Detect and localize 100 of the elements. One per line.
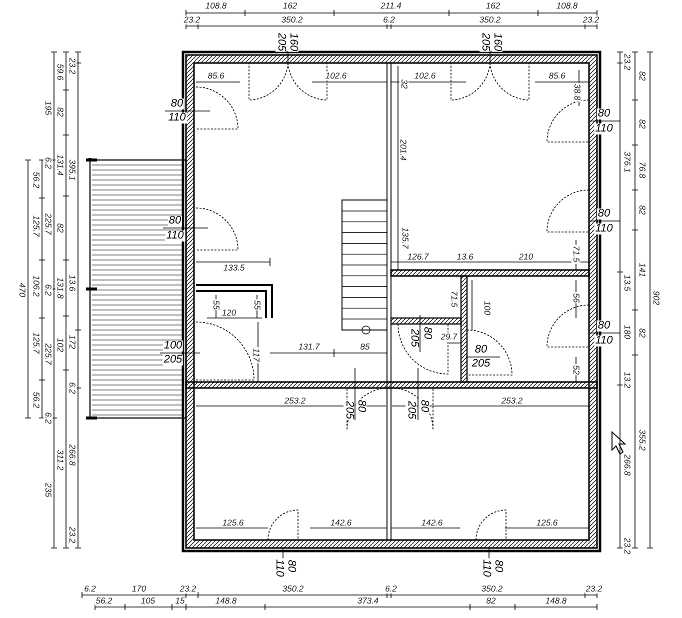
door-size-label: 160	[492, 32, 502, 52]
dimension-label: 142.6	[420, 518, 444, 528]
dimension-label: 133.5	[222, 264, 246, 272]
dimension-label: 172	[68, 334, 76, 350]
dimension-label: 135.7	[400, 226, 410, 250]
door-size-label: 80	[170, 98, 184, 110]
dimension-label: 82	[56, 106, 64, 118]
door-size-label: 205	[406, 400, 416, 420]
dimension-label: 82	[56, 222, 64, 234]
dimension-label: 350.2	[281, 584, 305, 594]
dimension-label: 29.7	[440, 332, 458, 342]
dimension-label: 23.2	[182, 16, 202, 24]
dimension-label: 131.7	[297, 342, 321, 352]
dimension-label: 71.5	[572, 244, 580, 264]
door-size-label: 80	[596, 208, 612, 220]
dimension-label: 23.2	[178, 584, 198, 594]
dimension-label: 23.2	[622, 536, 632, 556]
dimension-label: 32	[400, 78, 408, 90]
door-size-label: 110	[480, 558, 492, 578]
dimension-label: 102	[56, 336, 64, 354]
dimension-label: 82	[485, 596, 497, 606]
dimension-label: 120	[220, 308, 238, 318]
dimension-label: 225.7	[44, 212, 52, 236]
dimension-label: 180	[622, 324, 632, 340]
dimension-label: 82	[638, 327, 646, 339]
door-size-label: 205	[470, 358, 492, 370]
door-size-label: 205	[162, 354, 184, 366]
dimension-label: 102.6	[413, 72, 437, 80]
dimension-label: 23.2	[68, 56, 76, 76]
dimension-label: 13.6	[68, 274, 76, 292]
dimension-label: 59.6	[56, 62, 64, 82]
dimension-label: 108.8	[555, 2, 579, 10]
door-size-label: 205	[344, 400, 354, 420]
dimension-label: 373.4	[356, 596, 380, 606]
door-size-label: 80	[168, 216, 182, 226]
door-size-label: 80	[596, 108, 612, 120]
dimension-label: 210	[518, 252, 534, 262]
door-size-label: 205	[408, 328, 420, 348]
door-size-label: 110	[594, 224, 614, 234]
dimension-label: 76.8	[638, 160, 646, 180]
dimension-label: 350.2	[280, 16, 304, 24]
dimension-label: 125.7	[32, 214, 40, 238]
dimension-label: 211.4	[380, 2, 402, 10]
dimension-label: 100	[482, 300, 492, 316]
dimension-label: 311.2	[56, 448, 64, 472]
dimension-label: 102.6	[324, 72, 348, 80]
door-size-label: 100	[162, 340, 184, 352]
door-size-label: 110	[167, 112, 187, 124]
dimension-label: 55	[212, 299, 220, 311]
dimension-label: 71.5	[450, 290, 458, 308]
door-size-label: 205	[276, 32, 286, 52]
door-size-label: 80	[356, 398, 366, 414]
dimension-label: 470	[18, 282, 26, 298]
dimension-label: 82	[638, 118, 646, 130]
dimension-label: 13.2	[622, 370, 632, 390]
dimension-label: 23.2	[68, 526, 76, 544]
door-size-label: 80	[492, 558, 504, 574]
dimension-label: 376.1	[622, 150, 632, 174]
dimension-label: 126.7	[406, 252, 430, 262]
door-size-label: 80	[422, 326, 432, 340]
dimension-label: 13.5	[622, 274, 632, 292]
dimension-label: 131.4	[56, 153, 64, 177]
door-size-label: 110	[594, 124, 614, 134]
dimension-label: 6.2	[68, 381, 76, 395]
dimension-label: 125.6	[535, 518, 559, 528]
dimension-label: 23.2	[622, 52, 632, 72]
dimension-label: 266.8	[622, 453, 632, 477]
dimension-label: 82	[638, 204, 646, 216]
dimension-label: 395.1	[68, 158, 76, 182]
dimension-label: 148.8	[214, 596, 238, 606]
dimension-label: 23.2	[582, 16, 600, 24]
dimension-label: 148.8	[544, 596, 568, 606]
door-size-label: 110	[274, 558, 284, 578]
dimension-label: 162	[484, 2, 502, 10]
door-size-label: 80	[596, 320, 612, 332]
dimension-label: 225.7	[44, 342, 52, 366]
dimension-label: 56.2	[32, 390, 40, 410]
dimension-label: 235	[44, 482, 52, 498]
dimension-label: 6.2	[382, 16, 396, 24]
dimension-label: 195	[44, 100, 52, 116]
dimension-label: 117	[252, 347, 260, 363]
dimension-label: 56.2	[94, 596, 114, 606]
dimension-label: 125.7	[32, 331, 40, 355]
dimension-label: 13.6	[456, 252, 474, 262]
dimension-label: 85.6	[548, 72, 566, 80]
dimension-label: 201.4	[398, 138, 408, 162]
dimension-label: 350.2	[478, 16, 502, 24]
dimension-label: 125.6	[221, 518, 245, 528]
dimension-label: 85	[359, 342, 371, 352]
dimension-label: 141	[638, 262, 646, 278]
dimension-label: 170	[130, 584, 148, 594]
door-size-label: 80	[418, 398, 430, 414]
dimension-label: 253.2	[283, 396, 307, 406]
dimension-label: 131.8	[56, 276, 64, 300]
dimension-label: 253.2	[500, 396, 524, 406]
door-size-label: 80	[474, 344, 488, 356]
door-size-label: 110	[165, 230, 185, 242]
dimension-label: 38.8	[572, 82, 582, 102]
dimension-label: 108.8	[204, 2, 228, 10]
dimension-label: 23.2	[584, 584, 604, 594]
